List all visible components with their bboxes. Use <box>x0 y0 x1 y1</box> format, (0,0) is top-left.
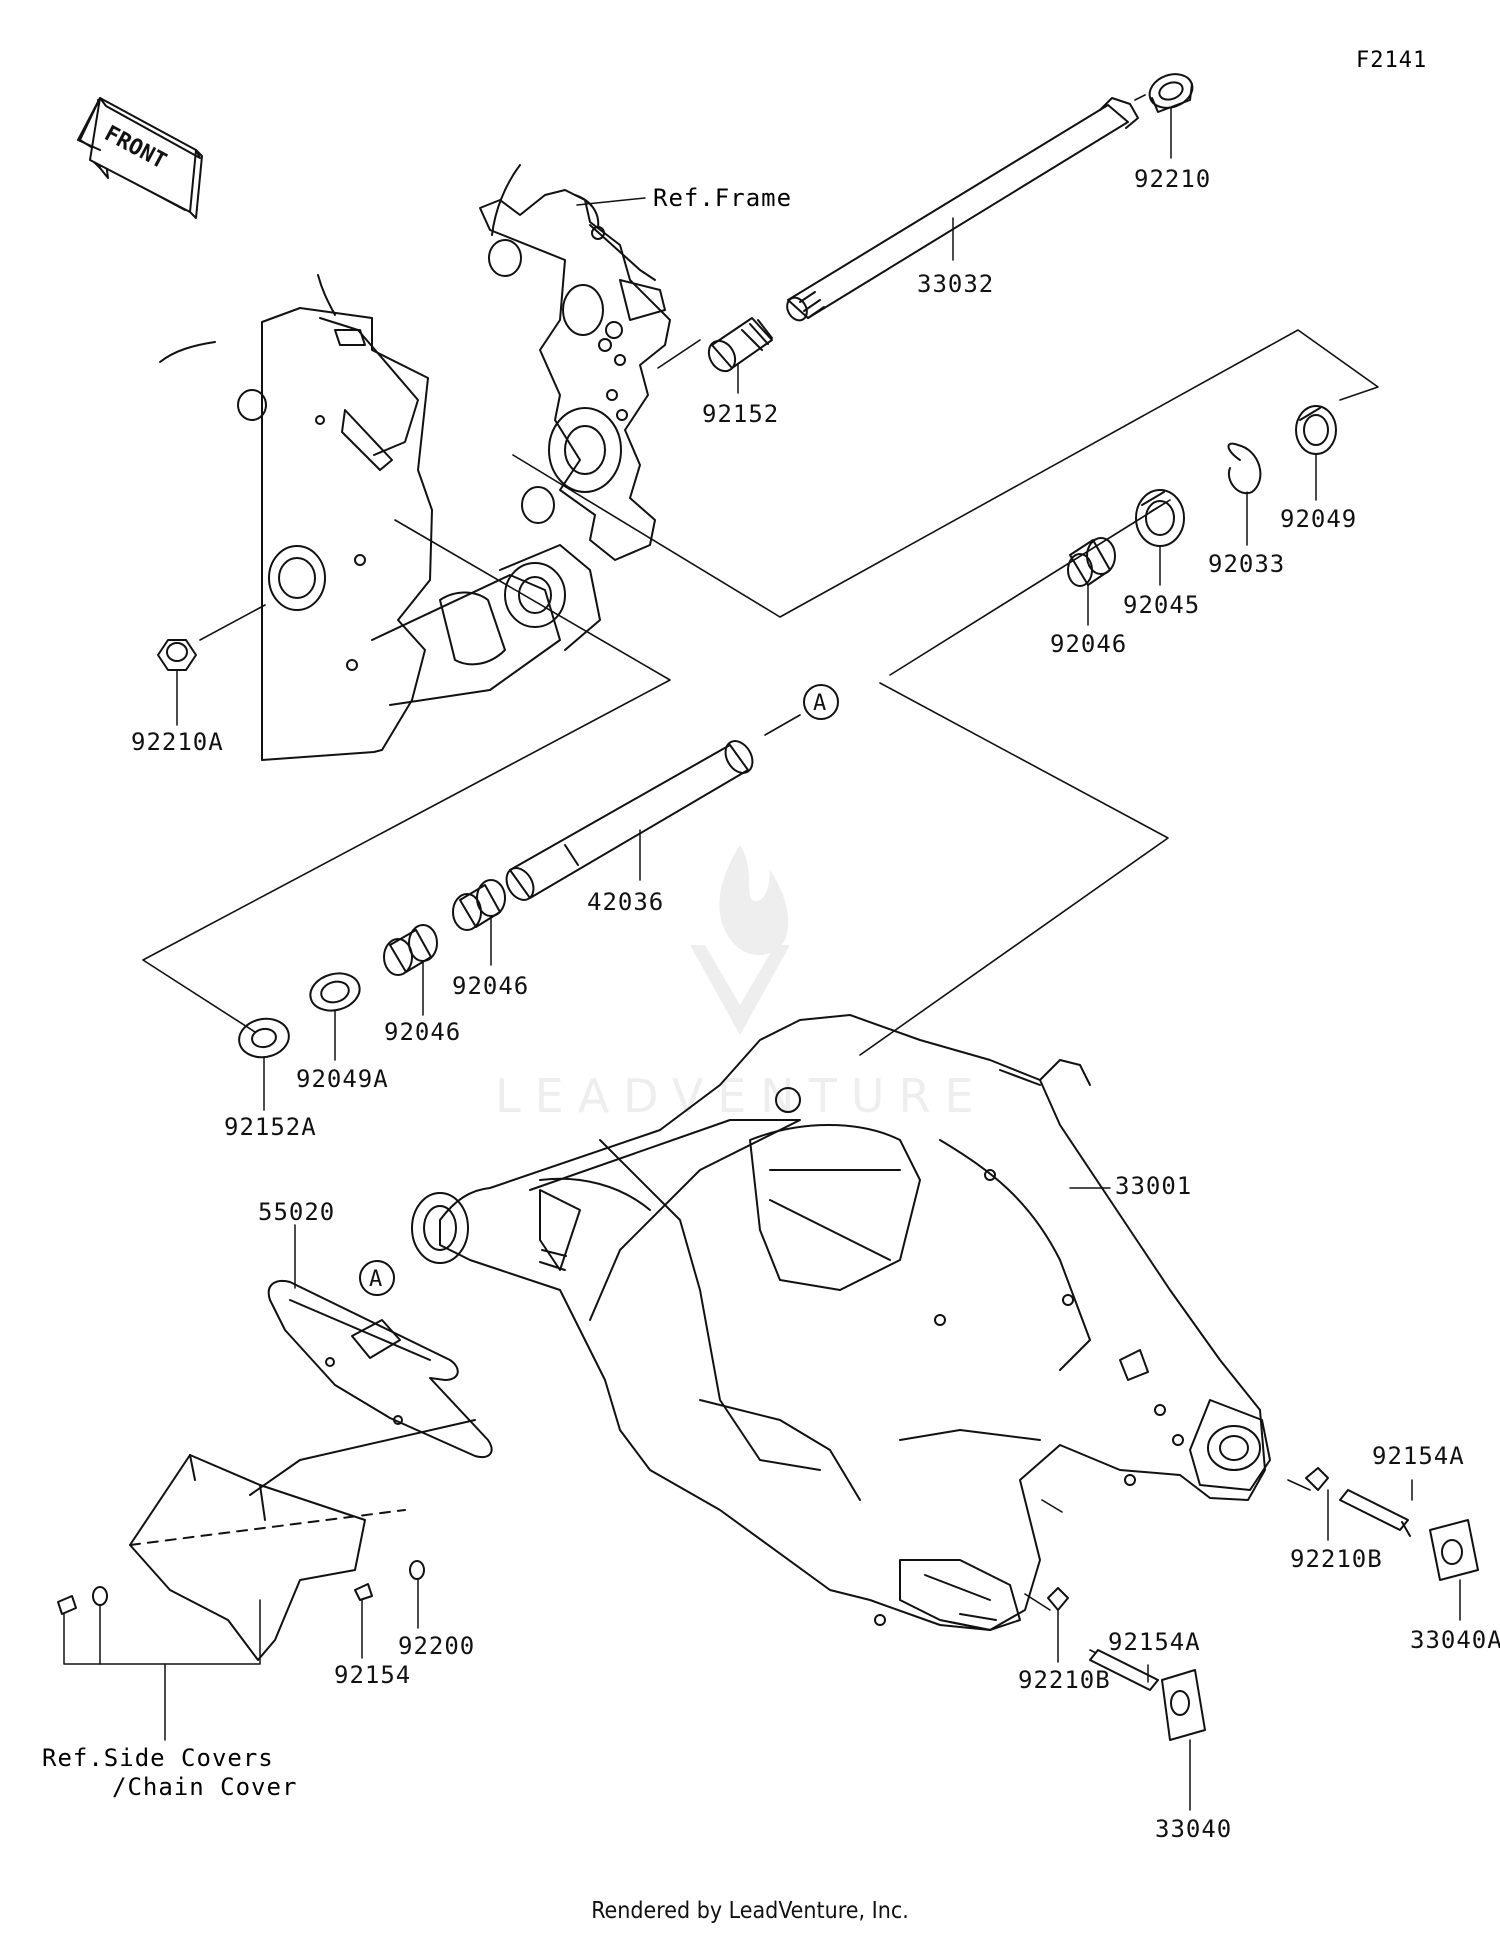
part-33032-shaft <box>786 97 1139 322</box>
ref-frame-label: Ref.Frame <box>653 184 793 212</box>
part-92210-nut <box>1148 73 1194 113</box>
part-92152-collar <box>707 317 773 373</box>
part-label-42036[interactable]: 42036 <box>587 888 665 916</box>
part-92046-bearing-low <box>383 924 438 976</box>
part-label-92154A-low[interactable]: 92154A <box>1108 1628 1201 1656</box>
part-label-92152A[interactable]: 92152A <box>224 1113 317 1141</box>
part-55020-chain-guard <box>267 1280 493 1458</box>
frame-drawing <box>159 164 671 761</box>
part-label-92152[interactable]: 92152 <box>702 400 780 428</box>
part-label-92046-mid[interactable]: 92046 <box>452 972 530 1000</box>
part-92045-bearing <box>1135 489 1185 547</box>
part-label-92045[interactable]: 92045 <box>1123 591 1201 619</box>
part-label-33040[interactable]: 33040 <box>1155 1815 1233 1843</box>
diagram-id: F2141 <box>1356 48 1428 73</box>
part-label-33040A[interactable]: 33040A <box>1410 1626 1500 1654</box>
callout-a-top: A <box>803 684 839 720</box>
callout-a-top-label: A <box>813 691 826 716</box>
part-92210A-nut <box>157 639 197 671</box>
part-label-33032[interactable]: 33032 <box>917 270 995 298</box>
part-92152A-collar <box>238 1017 290 1059</box>
part-label-92210B-low[interactable]: 92210B <box>1018 1666 1111 1694</box>
part-label-92210[interactable]: 92210 <box>1134 165 1212 193</box>
callout-a-bottom: A <box>359 1260 395 1296</box>
hardware-bolts <box>57 1467 1479 1741</box>
front-arrow-icon: FRONT <box>77 97 203 219</box>
part-label-92210B-right[interactable]: 92210B <box>1290 1545 1383 1573</box>
ref-side-covers-label-line2: /Chain Cover <box>112 1773 298 1801</box>
part-92049-seal <box>1295 405 1337 455</box>
part-92033-circlip <box>1227 442 1262 495</box>
part-label-92210A[interactable]: 92210A <box>131 728 224 756</box>
callout-a-bottom-label: A <box>369 1267 382 1292</box>
swingarm-drawing <box>411 1014 1271 1631</box>
part-label-92049[interactable]: 92049 <box>1280 505 1358 533</box>
part-label-92046-low[interactable]: 92046 <box>384 1018 462 1046</box>
watermark-text: LEADVENTURE <box>495 1069 988 1123</box>
footer-credit: Rendered by LeadVenture, Inc. <box>591 1898 909 1924</box>
leadventure-watermark: LEADVENTURE <box>495 845 988 1123</box>
assembly-guide-lines <box>142 94 1379 1661</box>
part-label-92154[interactable]: 92154 <box>334 1661 412 1689</box>
part-label-92046-top[interactable]: 92046 <box>1050 630 1128 658</box>
part-92046-bearing-mid <box>452 879 506 931</box>
part-92046-bearing-top <box>1067 537 1116 587</box>
ref-side-covers-label-line1: Ref.Side Covers <box>42 1744 274 1772</box>
part-label-55020[interactable]: 55020 <box>258 1198 336 1226</box>
part-92049A-seal <box>309 972 361 1012</box>
part-label-33001[interactable]: 33001 <box>1115 1172 1193 1200</box>
part-label-92049A[interactable]: 92049A <box>296 1065 389 1093</box>
part-42036-sleeve <box>505 740 754 901</box>
part-label-92154A-right[interactable]: 92154A <box>1372 1442 1465 1470</box>
part-label-92200[interactable]: 92200 <box>398 1632 476 1660</box>
part-label-92033[interactable]: 92033 <box>1208 550 1286 578</box>
chain-cover-drawing <box>129 1419 476 1661</box>
leader-lines <box>63 107 1461 1811</box>
